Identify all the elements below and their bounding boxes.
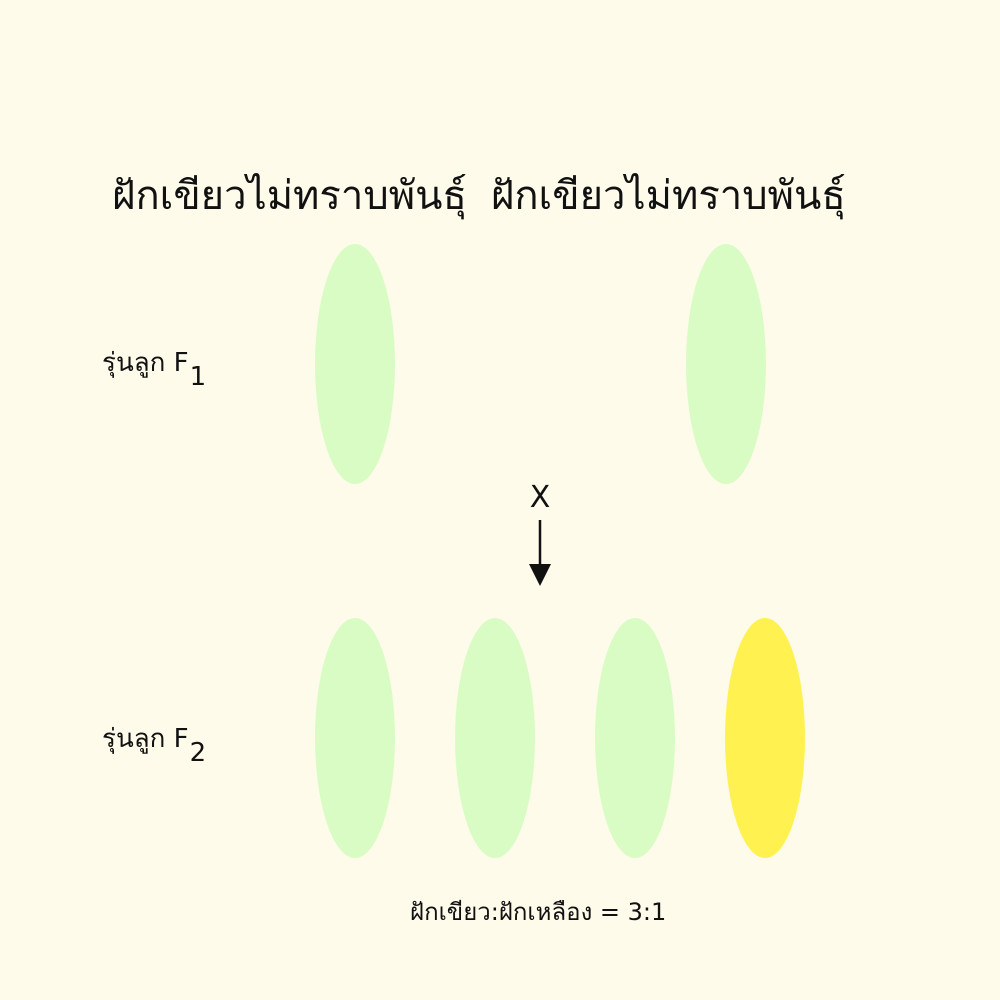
arrow-head bbox=[529, 564, 551, 586]
down-arrow-icon bbox=[529, 520, 551, 586]
parent-right-label: ฝักเขียวไม่ทราบพันธุ์ bbox=[490, 173, 846, 219]
ratio-label: ฝักเขียว:ฝักเหลือง = 3:1 bbox=[410, 898, 667, 926]
f1-label-text: รุ่นลูก F bbox=[102, 348, 189, 378]
f2-label-text: รุ่นลูก F bbox=[102, 724, 189, 754]
f1-pod-2 bbox=[686, 244, 766, 484]
cross-symbol: X bbox=[529, 480, 551, 515]
title: ฝักเขียวไม่ทราบพันธุ์ ฝักเขียวไม่ทราบพัน… bbox=[0, 168, 1000, 224]
f2-pod-3 bbox=[595, 618, 675, 858]
f2-pod-1 bbox=[315, 618, 395, 858]
f2-row-label: รุ่นลูก F2 bbox=[102, 718, 206, 768]
parent-left-label: ฝักเขียวไม่ทราบพันธุ์ bbox=[112, 173, 467, 219]
f2-subscript: 2 bbox=[189, 738, 207, 768]
f1-subscript: 1 bbox=[189, 362, 207, 392]
f1-row-label: รุ่นลูก F1 bbox=[102, 342, 206, 392]
f2-pod-2 bbox=[455, 618, 535, 858]
f1-pod-1 bbox=[315, 244, 395, 484]
f2-pod-4 bbox=[725, 618, 805, 858]
